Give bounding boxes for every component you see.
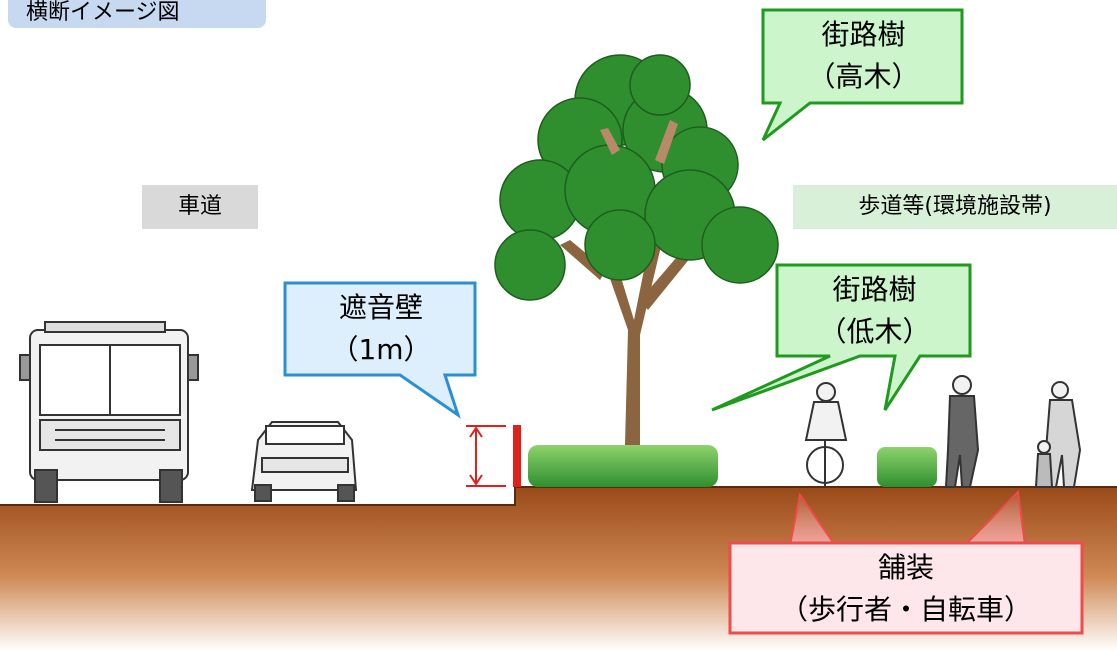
diagram-title: 横断イメージ図 bbox=[8, 0, 266, 28]
callout-sound-wall-text: 遮音壁 （1m） bbox=[287, 287, 475, 371]
callout-low-tree-text: 街路樹 （低木） bbox=[779, 269, 970, 353]
sound-wall bbox=[466, 425, 521, 487]
callout-tall-tree bbox=[761, 8, 964, 142]
pedestrians-illustration bbox=[804, 375, 1082, 488]
callout-pavement-text: 舗装 （歩行者・自転車） bbox=[732, 547, 1080, 631]
callout-low-tree-line2: （低木） bbox=[818, 315, 931, 348]
hedge-large bbox=[528, 445, 718, 487]
callout-tall-tree-text: 街路樹 （高木） bbox=[765, 14, 962, 98]
callout-pavement bbox=[728, 541, 1084, 635]
hedge-small bbox=[877, 447, 937, 487]
tall-tree bbox=[494, 54, 779, 445]
pavement-callout-pointers bbox=[789, 489, 1026, 546]
callout-tall-tree-line2: （高木） bbox=[807, 60, 920, 93]
callout-sound-wall bbox=[283, 281, 477, 419]
callout-low-tree-line1: 街路樹 bbox=[832, 273, 917, 306]
zone-label-roadway: 車道 bbox=[142, 185, 258, 229]
callout-tall-tree-line1: 街路樹 bbox=[821, 18, 906, 51]
callout-low-tree bbox=[711, 263, 972, 412]
callout-pavement-line1: 舗装 bbox=[877, 551, 934, 584]
callout-sound-wall-line1: 遮音壁 bbox=[338, 291, 423, 324]
zone-label-sidewalk: 歩道等(環境施設帯) bbox=[793, 185, 1117, 229]
bus-illustration bbox=[19, 321, 199, 503]
callout-sound-wall-line2: （1m） bbox=[330, 333, 432, 366]
car-illustration bbox=[250, 421, 358, 502]
callout-pavement-line2: （歩行者・自転車） bbox=[779, 593, 1032, 626]
